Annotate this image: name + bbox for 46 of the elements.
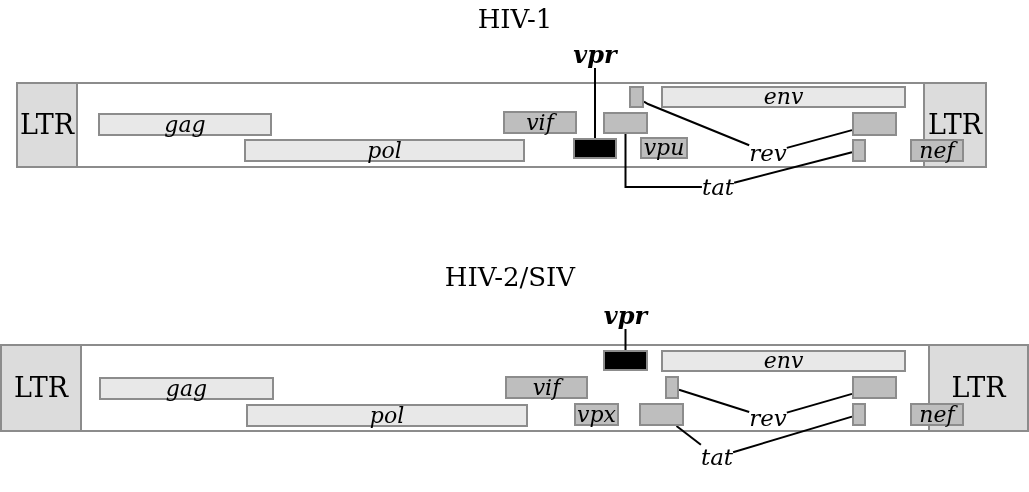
gene-segment [573, 138, 617, 159]
ltr-label: LTR [13, 374, 69, 402]
gene-label: tat [700, 444, 734, 470]
gene-label: rev [749, 405, 787, 431]
ltr-segment [16, 82, 78, 168]
ltr-label: LTR [951, 374, 1006, 402]
gene-segment [603, 350, 648, 371]
gene-segment [852, 403, 866, 426]
genome-title: HIV-2/SIV [444, 262, 576, 292]
gene-label: rev [749, 140, 787, 166]
gene-name: env [763, 88, 804, 106]
gene-segment [246, 404, 528, 427]
leader-line [624, 328, 627, 351]
gene-segment [661, 86, 906, 108]
gene-segment [629, 86, 644, 108]
gene-segment [661, 350, 906, 372]
gene-segment [852, 139, 866, 162]
leader-line [675, 425, 702, 446]
leader-line [624, 133, 703, 188]
leader-line [785, 129, 853, 149]
leader-line [643, 100, 751, 147]
leader-line [733, 151, 853, 184]
gene-segment [505, 376, 588, 399]
genome-title: HIV-1 [477, 4, 553, 34]
gene-segment [910, 403, 964, 426]
gene-segment [639, 403, 684, 426]
gene-label: vpr [573, 42, 617, 68]
gene-name: env [763, 352, 804, 370]
gene-segment [852, 376, 897, 399]
gene-label: tat [701, 174, 735, 200]
gene-segment [852, 112, 897, 136]
gene-segment [603, 112, 648, 134]
ltr-label: LTR [19, 111, 75, 139]
gene-segment [244, 139, 525, 162]
gene-segment [665, 376, 679, 399]
gene-label: vpr [603, 303, 648, 329]
gene-segment [503, 111, 577, 134]
ltr-segment [0, 344, 82, 432]
leader-line [678, 388, 751, 413]
gene-segment [99, 377, 274, 400]
gene-segment [910, 139, 964, 162]
leader-line [732, 415, 853, 454]
leader-line [785, 392, 853, 414]
ltr-label: LTR [927, 111, 983, 139]
gene-segment [98, 113, 272, 136]
leader-line [594, 67, 596, 139]
